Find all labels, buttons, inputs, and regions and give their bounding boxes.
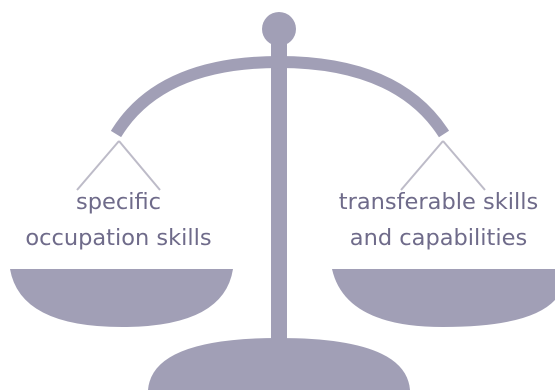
left-pan-string-right xyxy=(118,140,161,191)
right-pan-label-line-1: transferable skills xyxy=(338,189,539,215)
right-pan-string-left xyxy=(400,140,444,191)
left-pan-label-line-2: occupation skills xyxy=(25,225,212,251)
scale-beam xyxy=(110,55,450,138)
scale-base xyxy=(148,338,410,390)
scale-post xyxy=(271,40,287,370)
left-pan-label: specific occupation skills xyxy=(0,184,237,256)
scale-top-knob xyxy=(262,12,296,46)
right-pan-bowl xyxy=(332,269,555,327)
left-pan-label-line-1: specific xyxy=(75,189,161,215)
right-pan-string-right xyxy=(442,140,486,191)
left-pan-string-left xyxy=(76,140,120,191)
right-pan-label: transferable skills and capabilities xyxy=(322,184,555,256)
left-pan-bowl xyxy=(10,269,233,327)
right-pan-label-line-2: and capabilities xyxy=(349,225,528,251)
